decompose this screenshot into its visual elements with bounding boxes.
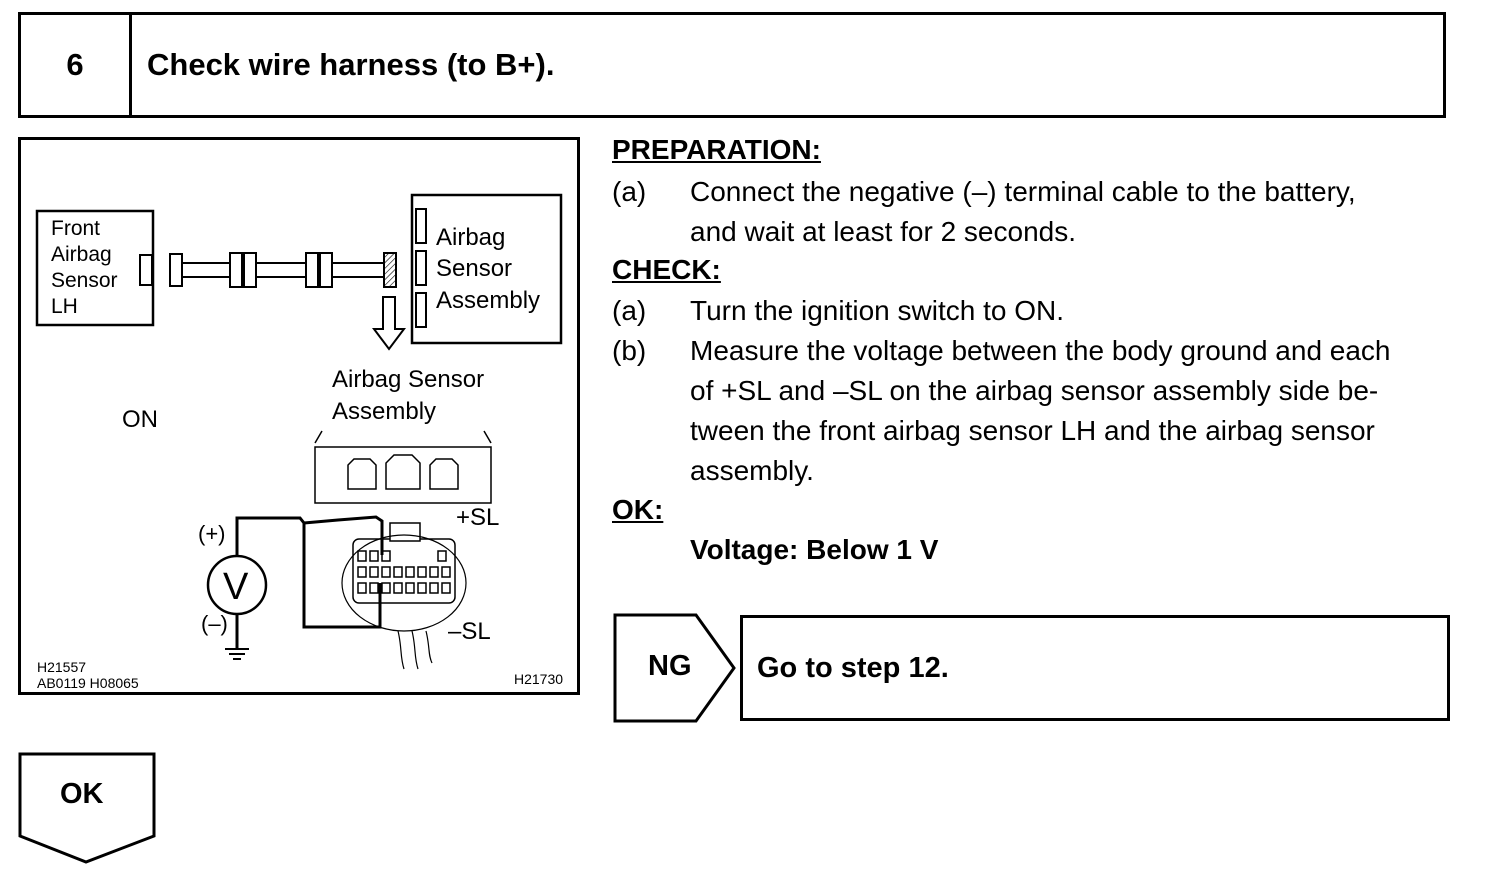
airbag-assembly-label-3: Assembly <box>436 287 540 314</box>
wire-harness <box>169 252 397 288</box>
ground-icon <box>225 648 249 660</box>
ng-result-row: NG Go to step 12. <box>612 612 1452 724</box>
airbag-assembly-label-1: Airbag <box>436 224 505 251</box>
figure-ref-3: H21730 <box>514 671 563 687</box>
check-a-label: (a) <box>612 295 647 326</box>
voltmeter-symbol: V <box>223 566 249 608</box>
figure-ref-1: H21557 <box>37 659 86 675</box>
front-sensor-label-2: Airbag <box>51 243 112 266</box>
probe-wires <box>235 515 384 649</box>
wiring-diagram: Front Airbag Sensor LH Ai <box>18 137 580 695</box>
minus-probe-label: (–) <box>201 611 228 636</box>
ok-heading: OK: <box>612 494 664 525</box>
preparation-heading: PREPARATION: <box>612 134 821 165</box>
check-b-line3: tween the front airbag sensor LH and the… <box>690 415 1375 446</box>
step-title: Check wire harness (to B+). <box>147 47 555 82</box>
ok-result-tag: OK <box>18 752 158 864</box>
plus-sl-label: +SL <box>456 504 499 531</box>
step-header: 6 Check wire harness (to B+). <box>18 12 1446 118</box>
prep-a-label: (a) <box>612 176 647 207</box>
ng-action-text: Go to step 12. <box>757 652 949 684</box>
plus-probe-label: (+) <box>198 521 226 546</box>
airbag-assembly-box <box>410 193 563 345</box>
check-b-line1: Measure the voltage between the body gro… <box>690 335 1391 366</box>
check-b-line2: of +SL and –SL on the airbag sensor asse… <box>690 375 1379 406</box>
figure-ref-2: AB0119 H08065 <box>37 675 139 691</box>
down-arrow-icon <box>372 296 406 351</box>
ng-arrow-tag <box>613 613 736 723</box>
front-sensor-connector <box>139 254 153 286</box>
airbag-assembly-label-2: Sensor <box>436 255 512 282</box>
check-b-line4: assembly. <box>690 455 814 486</box>
ignition-on-label: ON <box>122 406 158 433</box>
ok-voltage-spec: Voltage: Below 1 V <box>690 534 939 565</box>
check-b-label: (b) <box>612 335 647 366</box>
connector-face <box>314 430 492 504</box>
front-sensor-label-4: LH <box>51 295 78 318</box>
check-a-text: Turn the ignition switch to ON. <box>690 295 1065 326</box>
front-sensor-label-1: Front <box>51 217 100 240</box>
minus-sl-label: –SL <box>448 618 491 645</box>
prep-a-line2: and wait at least for 2 seconds. <box>690 216 1076 247</box>
step-number: 6 <box>21 15 132 115</box>
figure-frame <box>18 137 580 695</box>
connector-label-2: Assembly <box>332 398 436 425</box>
front-sensor-label-3: Sensor <box>51 269 118 292</box>
prep-a-line1: Connect the negative (–) terminal cable … <box>690 176 1356 207</box>
connector-label-1: Airbag Sensor <box>332 366 484 393</box>
ok-label: OK <box>60 778 104 810</box>
ng-action-box: Go to step 12. <box>740 615 1450 721</box>
check-heading: CHECK: <box>612 254 721 285</box>
ng-label: NG <box>648 650 692 682</box>
